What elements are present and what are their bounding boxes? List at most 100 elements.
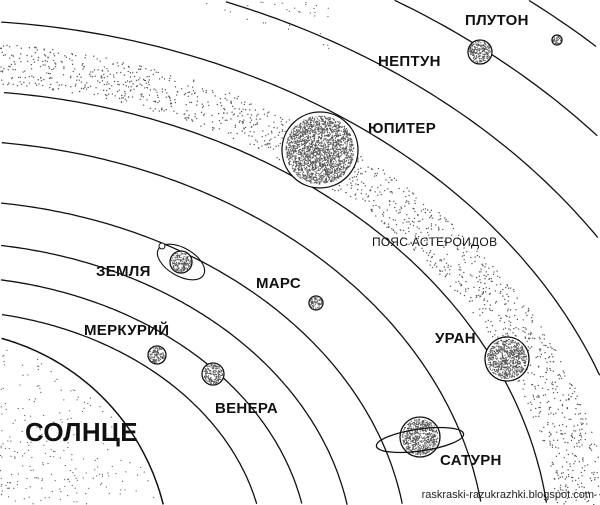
planet-stipple bbox=[313, 151, 316, 153]
planet-stipple bbox=[425, 443, 427, 445]
asteroid-dot bbox=[429, 217, 431, 219]
asteroid-dot bbox=[240, 110, 243, 113]
asteroid-dot bbox=[522, 388, 524, 390]
planet-stipple bbox=[320, 118, 323, 121]
asteroid-dot bbox=[82, 68, 84, 70]
planet-stipple bbox=[311, 156, 314, 158]
asteroid-dot bbox=[140, 65, 142, 68]
planet-stipple bbox=[350, 152, 352, 155]
planet-stipple bbox=[342, 148, 344, 150]
asteroid-dot bbox=[438, 212, 440, 214]
asteroid-dot bbox=[448, 273, 451, 275]
asteroid-dot bbox=[402, 222, 404, 224]
planet-stipple bbox=[216, 381, 218, 384]
planet-stipple bbox=[318, 183, 320, 185]
asteroid-dot bbox=[539, 375, 542, 378]
planet-stipple bbox=[342, 162, 344, 164]
planet-stipple bbox=[344, 157, 347, 159]
asteroid-dot bbox=[472, 311, 474, 314]
planet-stipple bbox=[220, 375, 222, 377]
asteroid-dot bbox=[485, 308, 487, 310]
planet-stipple bbox=[323, 122, 325, 125]
planet-stipple bbox=[308, 127, 310, 129]
planet-stipple bbox=[289, 133, 291, 135]
planet-stipple bbox=[160, 352, 162, 355]
asteroid-dot bbox=[548, 408, 550, 410]
planet-stipple bbox=[314, 168, 316, 170]
planet-stipple bbox=[308, 162, 310, 164]
planet-stipple bbox=[427, 437, 430, 439]
asteroid-dot bbox=[2, 70, 4, 72]
asteroid-dot bbox=[556, 472, 558, 474]
asteroid-dot bbox=[439, 273, 441, 275]
planet-stipple bbox=[323, 120, 325, 123]
asteroid-dot bbox=[158, 100, 161, 102]
sun-stipple bbox=[46, 436, 48, 438]
planet-stipple bbox=[334, 139, 337, 142]
planet-stipple bbox=[342, 135, 344, 137]
asteroid-dot bbox=[75, 55, 77, 57]
asteroid-dot bbox=[539, 356, 542, 358]
asteroid-dot bbox=[549, 342, 551, 345]
planet-stipple bbox=[329, 123, 331, 125]
asteroid-dot bbox=[543, 338, 545, 340]
planet-stipple bbox=[185, 263, 187, 265]
planet-stipple bbox=[430, 435, 432, 437]
asteroid-dot bbox=[338, 184, 341, 187]
asteroid-dot bbox=[13, 60, 15, 63]
planet-stipple bbox=[320, 142, 322, 144]
asteroid-dot bbox=[100, 75, 103, 77]
planet-stipple bbox=[305, 167, 308, 169]
planet-stipple bbox=[307, 175, 309, 178]
asteroid-dot bbox=[573, 446, 576, 448]
asteroid-dot bbox=[550, 412, 552, 414]
asteroid-dot bbox=[57, 52, 60, 54]
asteroid-dot bbox=[542, 439, 544, 442]
planet-stipple bbox=[294, 162, 297, 164]
asteroid-dot bbox=[467, 287, 470, 290]
asteroid-dot bbox=[551, 444, 554, 446]
sun-stipple bbox=[6, 487, 8, 489]
asteroid-dot bbox=[461, 235, 464, 238]
asteroid-dot bbox=[149, 107, 152, 110]
asteroid-dot bbox=[422, 250, 425, 252]
planet-stipple bbox=[343, 142, 345, 144]
planet-stipple bbox=[176, 258, 178, 260]
planet-stipple bbox=[186, 259, 188, 261]
planet-stipple bbox=[318, 133, 320, 135]
asteroid-dot bbox=[234, 124, 237, 126]
planet-stipple bbox=[346, 158, 348, 160]
planet-stipple bbox=[325, 146, 327, 148]
planet-stipple bbox=[186, 268, 189, 270]
asteroid-dot bbox=[46, 72, 48, 74]
asteroid-dot bbox=[581, 496, 583, 499]
asteroid-dot bbox=[378, 205, 380, 208]
planet-stipple bbox=[206, 372, 208, 374]
asteroid-dot bbox=[130, 86, 132, 88]
asteroid-dot bbox=[82, 63, 84, 65]
planet-stipple bbox=[292, 145, 294, 147]
asteroid-dot bbox=[220, 122, 222, 125]
asteroid-dot bbox=[170, 105, 173, 108]
asteroid-dot bbox=[232, 137, 235, 140]
planet-stipple bbox=[300, 126, 302, 128]
asteroid-dot bbox=[167, 95, 170, 97]
planet-stipple bbox=[347, 151, 350, 153]
planet-stipple bbox=[296, 137, 298, 139]
planet-stipple bbox=[314, 133, 317, 135]
sun-stipple bbox=[0, 469, 2, 472]
asteroid-dot bbox=[552, 387, 554, 390]
stipple-dot bbox=[262, 22, 265, 24]
planet-stipple bbox=[408, 438, 410, 440]
sun-stipple bbox=[2, 355, 4, 357]
planet-stipple bbox=[352, 159, 354, 161]
asteroid-dot bbox=[590, 443, 593, 445]
planet-stipple bbox=[290, 152, 293, 154]
sun-stipple bbox=[14, 450, 16, 453]
sun-stipple bbox=[32, 469, 34, 471]
stipple-dot bbox=[229, 11, 231, 13]
asteroid-dot bbox=[234, 126, 236, 128]
stipple-dot bbox=[299, 11, 301, 13]
asteroid-dot bbox=[456, 248, 459, 250]
planet-stipple bbox=[288, 158, 291, 160]
